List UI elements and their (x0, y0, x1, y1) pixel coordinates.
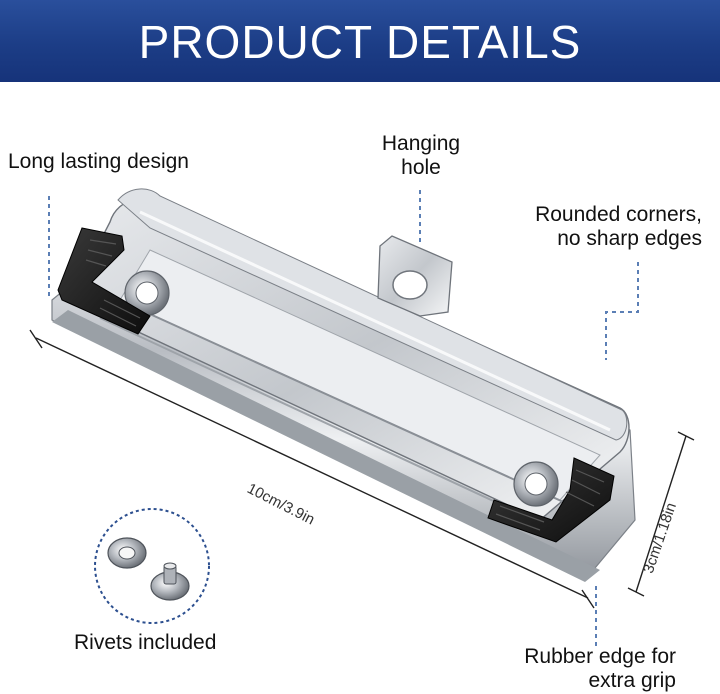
header-banner (0, 0, 720, 82)
rivets-inset (94, 508, 210, 624)
callout-lines (48, 190, 639, 646)
page-title: PRODUCT DETAILS (138, 16, 582, 68)
callout-long-lasting: Long lasting design (8, 150, 189, 173)
clip-body (51, 188, 636, 582)
rubber-corner-right (487, 457, 615, 543)
plate-rivet-right (513, 461, 559, 507)
callout-rivets: Rivets included (74, 631, 217, 654)
rivet-icon (107, 537, 147, 569)
callout-hanging-hole: Hanging hole (376, 132, 466, 180)
plate-rivet-left (124, 270, 170, 316)
callout-rounded-line1: Rounded corners, (535, 203, 702, 226)
callout-rubber-line1: Rubber edge for (524, 645, 676, 668)
rivet-post-icon (150, 562, 190, 601)
callout-rubber-edge: Rubber edge for extra grip (524, 645, 676, 693)
callout-line-rounded (605, 262, 639, 360)
callout-hanging-hole-line1: Hanging (381, 132, 461, 155)
callout-hanging-hole-line2: hole (401, 156, 441, 179)
callout-rounded-line2: no sharp edges (557, 227, 702, 250)
callout-rubber-line2: extra grip (588, 669, 676, 692)
dimension-width-line (627, 431, 695, 597)
callout-rounded-corners: Rounded corners, no sharp edges (535, 203, 702, 251)
rubber-corner-left (57, 227, 151, 335)
dimension-length-line (29, 329, 595, 609)
hanging-hole-tab (377, 235, 453, 317)
